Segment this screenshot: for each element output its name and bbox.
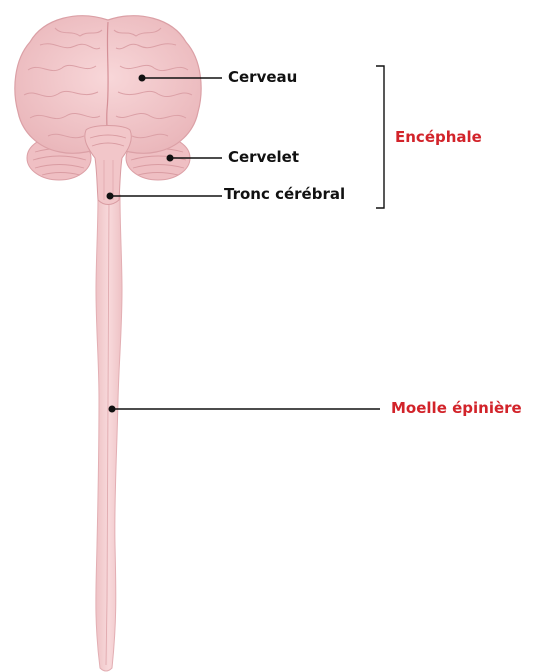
- leader-moelle: [109, 406, 381, 413]
- pointer-dot-tronc: [107, 193, 114, 200]
- label-cerveau: Cerveau: [228, 70, 297, 85]
- pointer-dot-moelle: [109, 406, 116, 413]
- label-tronc-cerebral: Tronc cérébral: [224, 187, 345, 202]
- spinal-cord: [96, 195, 122, 671]
- leader-tronc: [107, 193, 223, 200]
- pointer-dot-cervelet: [167, 155, 174, 162]
- encephale-bracket: [376, 66, 384, 208]
- label-cervelet: Cervelet: [228, 150, 299, 165]
- label-encephale: Encéphale: [395, 130, 482, 145]
- label-moelle-epiniere: Moelle épinière: [391, 401, 522, 416]
- pointer-dot-cerveau: [139, 75, 146, 82]
- brainstem: [85, 126, 131, 205]
